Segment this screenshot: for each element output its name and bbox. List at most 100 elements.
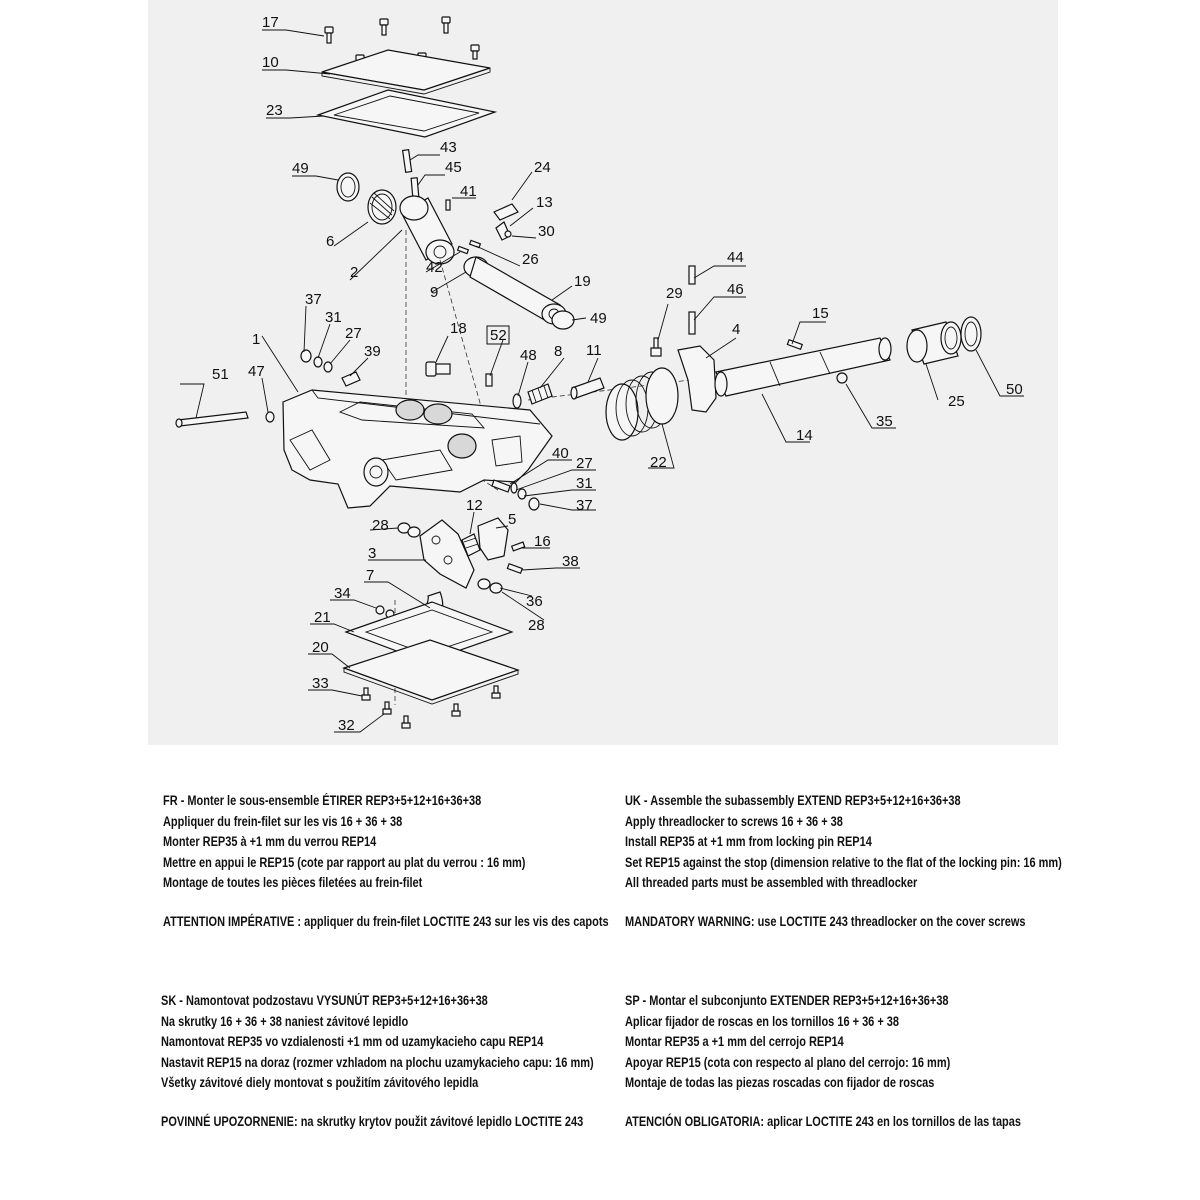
sp-line-2: Aplicar fijador de roscas en los tornill… xyxy=(625,1013,900,1029)
shaft-hub-2 xyxy=(399,195,455,265)
callout-20: 20 xyxy=(312,639,329,656)
sk-line-5: Všetky závitové diely montovat s použití… xyxy=(161,1075,479,1091)
bushing-25 xyxy=(906,321,962,365)
pin-43 xyxy=(401,149,413,173)
sp-line-1: SP - Montar el subconjunto EXTENDER REP3… xyxy=(625,993,949,1008)
callout-22: 22 xyxy=(650,454,667,471)
part-callouts: 17 10 23 43 45 49 41 24 13 6 30 42 26 2 … xyxy=(212,14,1023,734)
uk-line-2: Apply threadlocker to screws 16 + 36 + 3… xyxy=(625,813,843,829)
callout-7: 7 xyxy=(366,567,374,584)
washers-28-lower xyxy=(477,578,503,594)
callout-34: 34 xyxy=(334,585,351,602)
callout-45: 45 xyxy=(445,159,462,176)
instructions-french: FR - Monter le sous-ensemble ÉTIRER REP3… xyxy=(163,791,609,933)
plate-5 xyxy=(477,517,509,561)
uk-warning: MANDATORY WARNING: use LOCTITE 243 threa… xyxy=(625,913,1026,929)
callout-24: 24 xyxy=(534,159,551,176)
callout-16: 16 xyxy=(534,533,551,550)
sk-warning: POVINNÉ UPOZORNENIE: na skrutky krytov p… xyxy=(161,1113,584,1129)
callout-2: 2 xyxy=(350,264,358,281)
fr-line-3: Monter REP35 à +1 mm du verrou REP14 xyxy=(163,834,377,850)
bottom-plate-20 xyxy=(342,639,520,705)
lever-24 xyxy=(493,203,519,221)
callout-35: 35 xyxy=(876,413,893,430)
callout-29: 29 xyxy=(666,285,683,302)
pin-46 xyxy=(688,311,696,335)
callout-8: 8 xyxy=(554,343,562,360)
fr-line-5: Montage de toutes les pièces filetées au… xyxy=(163,875,423,891)
screw-29 xyxy=(650,337,662,357)
rod-51 xyxy=(175,411,249,428)
callout-26: 26 xyxy=(522,251,539,268)
callout-17: 17 xyxy=(262,14,279,31)
pin-44 xyxy=(688,265,696,285)
lever-assembly-3 xyxy=(419,519,475,589)
callout-28b: 28 xyxy=(528,617,545,634)
callout-15: 15 xyxy=(812,305,829,322)
callout-36: 36 xyxy=(526,593,543,610)
callout-27a: 27 xyxy=(345,325,362,342)
callout-6: 6 xyxy=(326,233,334,250)
callout-14: 14 xyxy=(796,427,813,444)
callout-23: 23 xyxy=(266,102,283,119)
top-cover-plate xyxy=(321,49,491,91)
callout-37a: 37 xyxy=(305,291,322,308)
uk-line-1: UK - Assemble the subassembly EXTEND REP… xyxy=(625,793,961,808)
callout-49a: 49 xyxy=(292,160,309,177)
callout-40: 40 xyxy=(552,445,569,462)
ring-50 xyxy=(960,316,982,352)
callout-11: 11 xyxy=(586,342,602,359)
exploded-view-panel xyxy=(148,0,1058,745)
callout-19: 19 xyxy=(574,273,591,290)
callout-28a: 28 xyxy=(372,517,389,534)
set-screw-35 xyxy=(836,372,848,384)
fr-line-2: Appliquer du frein-filet sur les vis 16 … xyxy=(163,813,403,829)
sp-line-3: Montar REP35 a +1 mm del cerrojo REP14 xyxy=(625,1034,844,1050)
fr-warning: ATTENTION IMPÉRATIVE : appliquer du frei… xyxy=(163,913,609,929)
instructions-slovak: SK - Namontovat podzostavu VYSUNÚT REP3+… xyxy=(161,991,594,1133)
callout-10: 10 xyxy=(262,54,279,71)
bottom-screws xyxy=(361,685,501,729)
fr-line-1: FR - Monter le sous-ensemble ÉTIRER REP3… xyxy=(163,793,482,808)
washers-28-upper xyxy=(397,522,421,538)
callout-1: 1 xyxy=(252,331,260,348)
ring-49-right xyxy=(551,310,575,330)
callout-25: 25 xyxy=(948,393,965,410)
callout-32: 32 xyxy=(338,717,355,734)
callout-47: 47 xyxy=(248,363,265,380)
sp-line-5: Montaje de todas las piezas roscadas con… xyxy=(625,1075,935,1091)
bracket-4 xyxy=(677,345,717,413)
callout-38: 38 xyxy=(562,553,579,570)
callout-42: 42 xyxy=(426,259,443,276)
sk-line-2: Na skrutky 16 + 36 + 38 naniest závitové… xyxy=(161,1013,409,1029)
spring-6 xyxy=(367,189,397,225)
sk-line-3: Namontovat REP35 vo vzdialenosti +1 mm o… xyxy=(161,1034,544,1050)
callout-37b: 37 xyxy=(576,497,593,514)
callout-33: 33 xyxy=(312,675,329,692)
top-gasket xyxy=(315,89,498,138)
leader-lines xyxy=(180,29,1024,733)
callout-30: 30 xyxy=(538,223,555,240)
callout-52: 52 xyxy=(490,327,507,344)
pin-15 xyxy=(786,338,804,350)
callout-18: 18 xyxy=(450,320,467,337)
callout-48: 48 xyxy=(520,347,537,364)
callout-27b: 27 xyxy=(576,455,593,472)
uk-line-3: Install REP35 at +1 mm from locking pin … xyxy=(625,834,872,850)
exploded-parts-diagram: 17 10 23 43 45 49 41 24 13 6 30 42 26 2 … xyxy=(175,14,1024,734)
callout-13: 13 xyxy=(536,194,553,211)
callout-51: 51 xyxy=(212,366,229,383)
spring-22 xyxy=(605,367,679,441)
callout-43: 43 xyxy=(440,139,457,156)
callout-44: 44 xyxy=(727,249,744,266)
callout-5: 5 xyxy=(508,511,516,528)
callout-46: 46 xyxy=(727,281,744,298)
locking-pin-14 xyxy=(714,337,892,397)
callout-31b: 31 xyxy=(576,475,593,492)
washer-48 xyxy=(512,393,522,409)
sp-line-4: Apoyar REP15 (cota con respecto al plano… xyxy=(625,1054,951,1070)
screw-41 xyxy=(445,199,451,211)
tube-19 xyxy=(463,256,567,325)
sk-line-1: SK - Namontovat podzostavu VYSUNÚT REP3+… xyxy=(161,993,488,1008)
